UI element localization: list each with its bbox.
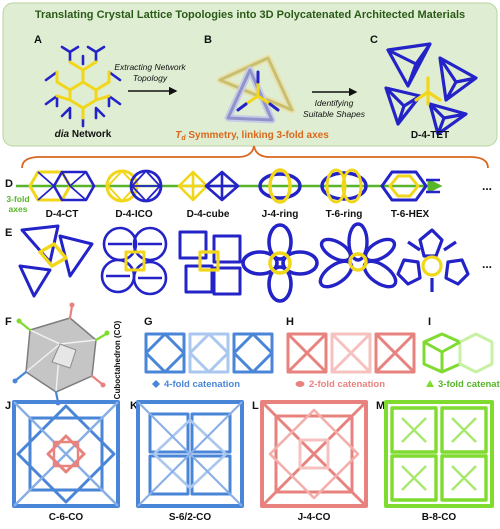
caption-t6-hex: T-6-HEX bbox=[391, 209, 430, 220]
caption-t6-ring: T-6-ring bbox=[326, 209, 363, 220]
panel-j-c6-co: J C-6-CO bbox=[5, 400, 120, 523]
panel-m-b8-co: M B-8-CO bbox=[376, 400, 494, 523]
panel-b-topology: B bbox=[204, 34, 296, 124]
caption-d4-cube: D-4-cube bbox=[187, 209, 230, 220]
panel-i-3fold: I 3-fold catenation bbox=[422, 316, 500, 390]
axis-label-line1: 3-fold bbox=[6, 194, 29, 204]
panel-letter-k: K bbox=[130, 400, 138, 412]
shape-j4-ring bbox=[258, 168, 302, 204]
panel-letter-f: F bbox=[5, 316, 12, 328]
panel-c-d4-tet: C bbox=[370, 34, 478, 136]
shape-name-d4tet: D-4-TET bbox=[411, 130, 449, 141]
network-name-rest: Network bbox=[69, 129, 112, 140]
panel-letter-c: C bbox=[370, 34, 378, 46]
row-d-ellipsis: ... bbox=[482, 179, 492, 193]
panel-letter-h: H bbox=[286, 316, 294, 328]
shape-d4-cube bbox=[177, 170, 240, 202]
caption-s62-co: S-6/2-CO bbox=[169, 512, 211, 523]
orange-bracket bbox=[21, 145, 489, 169]
panel-a-dia-network: A dia Network bbox=[34, 34, 122, 140]
assembly-d4-cube bbox=[178, 230, 242, 296]
caption-c6-co: C-6-CO bbox=[49, 512, 84, 523]
assembly-j4-ring bbox=[241, 223, 319, 303]
row-d-captions: D-4-CT D-4-ICO D-4-cube J-4-ring T-6-rin… bbox=[46, 209, 430, 220]
network-name: dia Network bbox=[55, 129, 112, 140]
network-name-italic: dia bbox=[55, 129, 70, 140]
assembly-t6-ring bbox=[318, 222, 398, 289]
panel-f-cuboctahedron: F Cuboctahedron (CO) bbox=[5, 302, 122, 406]
symmetry-t: T bbox=[175, 130, 182, 141]
shape-d4-ct bbox=[28, 170, 96, 202]
panel-letter-l: L bbox=[252, 400, 259, 412]
symmetry-rest: Symmetry, linking 3-fold axes bbox=[186, 130, 330, 141]
caption-d4-ico: D-4-ICO bbox=[115, 209, 152, 220]
caption-4fold: 4-fold catenation bbox=[164, 379, 240, 390]
panel-letter-j: J bbox=[5, 400, 11, 412]
arrow-extract-topology: Extracting Network Topology bbox=[114, 62, 186, 96]
symmetry-text: Td Symmetry, linking 3-fold axes bbox=[175, 130, 329, 142]
banner-title: Translating Crystal Lattice Topologies i… bbox=[35, 9, 465, 21]
caption-b8-co: B-8-CO bbox=[422, 512, 457, 523]
caption-3fold: 3-fold catenation bbox=[438, 379, 500, 390]
shape-t6-ring bbox=[320, 168, 368, 204]
panel-letter-a: A bbox=[34, 34, 42, 46]
row-e-assemblies: E bbox=[5, 222, 492, 303]
assembly-d4-ico bbox=[100, 226, 168, 296]
caption-j4-ring: J-4-ring bbox=[262, 209, 299, 220]
panel-letter-i: I bbox=[428, 316, 431, 328]
arrow1-text-line1: Extracting Network bbox=[114, 62, 186, 72]
caption-d4-ct: D-4-CT bbox=[46, 209, 79, 220]
panel-letter-e: E bbox=[5, 227, 12, 239]
arrow2-text-line1: Identifying bbox=[315, 98, 354, 108]
assembly-d4-ct bbox=[18, 224, 94, 298]
row-e-ellipsis: ... bbox=[482, 257, 492, 271]
symmetry-sub: d bbox=[181, 135, 186, 142]
overview-banner: Translating Crystal Lattice Topologies i… bbox=[2, 2, 498, 147]
cuboctahedron-side-label: Cuboctahedron (CO) bbox=[113, 320, 122, 399]
caption-2fold: 2-fold catenation bbox=[309, 379, 385, 390]
panel-l-j4-co: L J-4-CO bbox=[252, 400, 368, 523]
axis-label-line2: axes bbox=[9, 204, 28, 214]
shape-t6-hex bbox=[380, 170, 440, 202]
panel-letter-g: G bbox=[144, 316, 153, 328]
row-d-shapes: D 3-fold axes bbox=[5, 168, 492, 220]
arrow2-text-line2: Suitable Shapes bbox=[303, 109, 366, 119]
caption-j4-co: J-4-CO bbox=[298, 512, 331, 523]
symmetry-caption: Td Symmetry, linking 3-fold axes D-4-TET bbox=[175, 130, 449, 142]
panel-h-2fold: H 2-fold catenation bbox=[286, 316, 416, 390]
arrow1-text-line2: Topology bbox=[133, 73, 168, 83]
panel-letter-d: D bbox=[5, 178, 13, 190]
assembly-t6-hex bbox=[396, 228, 470, 292]
panel-k-s62-co: K S-6/2-CO bbox=[130, 400, 244, 523]
shape-d4-ico bbox=[105, 169, 163, 203]
panel-g-4fold: G 4-fold catenation bbox=[144, 316, 274, 390]
arrow-identify-shapes: Identifying Suitable Shapes bbox=[303, 87, 366, 119]
panel-letter-b: B bbox=[204, 34, 212, 46]
panel-letter-m: M bbox=[376, 400, 385, 412]
